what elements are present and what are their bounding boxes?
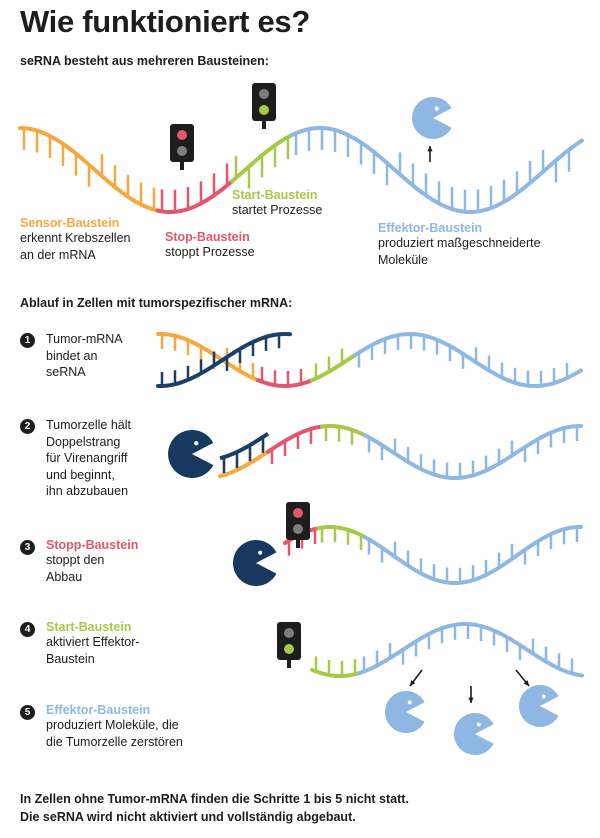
overview-start-traffic-light-icon [252, 83, 276, 121]
step1-seRNA-backbone [310, 353, 356, 383]
step4-start-traffic-light-pole [287, 660, 291, 668]
overview-stop-traffic-light-icon [170, 124, 194, 162]
step-3-label: Stopp-Baustein stoppt den Abbau [46, 538, 138, 585]
step1-tumor-mrna [156, 332, 292, 388]
label-start-text: startet Prozesse [232, 203, 323, 217]
step3-seRNA-backbone [316, 525, 366, 539]
step3-stop-light-bottom [293, 524, 303, 534]
overview-stop-traffic-light-pole [180, 162, 184, 170]
step-4-title: Start-Baustein [46, 620, 132, 634]
footer-line-2: Die seRNA wird nicht aktiviert und volls… [20, 810, 356, 824]
overview-strand-backbone [156, 179, 234, 214]
step2-tumor-mrna [219, 432, 270, 461]
step-4-label: Start-Baustein aktiviert Effektor- Baust… [46, 620, 140, 667]
step4-seRNA-backbone [358, 622, 584, 678]
step2-seRNA-backbone [363, 424, 583, 480]
label-stop: Stop-Baustein stoppt Prozesse [165, 230, 255, 261]
process-heading: Ablauf in Zellen mit tumorspezifischer m… [20, 296, 293, 310]
label-stop-text: stoppt Prozesse [165, 245, 255, 259]
label-sensor-name: Sensor-Baustein [20, 216, 120, 230]
step1-seRNA-backbone [256, 378, 314, 388]
step-1-text: Tumor-mRNA bindet an seRNA [46, 332, 123, 379]
step5-molecule-a-pacman-icon [384, 690, 425, 733]
step-4-number: 4 [20, 622, 35, 637]
step5-b-arrow-head [468, 697, 474, 703]
step-1-number: 1 [20, 333, 35, 348]
step5-molecule-b-pacman-eye [476, 722, 481, 727]
step-2-text: Tumorzelle hält Doppelstrang für Virenan… [46, 418, 131, 498]
label-sensor: Sensor-Baustein erkennt Krebszellen an d… [20, 216, 130, 263]
step-2-number: 2 [20, 419, 35, 434]
step5-a-arrow-head [410, 680, 416, 686]
step2-seRNA-backbone [266, 424, 324, 454]
step4-seRNA-backbone [310, 667, 362, 678]
overview-stop-light-top [177, 130, 187, 140]
footer-note: In Zellen ohne Tumor-mRNA finden die Sch… [20, 790, 409, 826]
overview-start-light-bottom [259, 105, 269, 115]
label-start-name: Start-Baustein [232, 188, 318, 202]
page-title: Wie funktioniert es? [20, 4, 310, 39]
intro-heading: seRNA besteht aus mehreren Bausteinen: [20, 54, 269, 68]
step2-cell-pacman-icon [168, 430, 214, 479]
step2-seRNA-backbone [218, 449, 270, 479]
overview-effector-pacman-eye [434, 106, 439, 111]
step-5-label: Effektor-Baustein produziert Moleküle, d… [46, 703, 183, 750]
label-effector-name: Effektor-Baustein [378, 221, 483, 235]
step5-molecule-b-pacman-icon [453, 713, 494, 755]
step-4-text: aktiviert Effektor- Baustein [46, 635, 140, 666]
step2-seRNA-backbone [320, 424, 366, 437]
label-sensor-text: erkennt Krebszellen an der mRNA [20, 231, 131, 262]
overview-start-traffic-light-pole [262, 121, 266, 129]
label-start: Start-Baustein startet Prozesse [232, 188, 322, 219]
step-3-number: 3 [20, 540, 35, 555]
label-effector: Effektor-Baustein produziert maßgeschnei… [378, 221, 541, 268]
overview-strand-backbone [290, 126, 584, 214]
step-5-text: produziert Moleküle, die die Tumorzelle … [46, 718, 183, 749]
step4-start-light-top [284, 628, 294, 638]
step5-c-arrow-head [523, 680, 529, 686]
step-3-text: stoppt den Abbau [46, 553, 105, 584]
overview-effector-pacman-icon [411, 97, 452, 139]
step4-start-traffic-light-icon [277, 622, 301, 660]
step5-molecule-c-pacman-eye [541, 694, 546, 699]
step5-molecule-c-pacman-icon [518, 685, 559, 727]
step3-seRNA-backbone [363, 525, 583, 585]
step-3-title: Stopp-Baustein [46, 538, 139, 552]
step3-stop-light-top [293, 508, 303, 518]
step3-cell-pacman-eye [258, 550, 263, 555]
step4-start-light-bottom [284, 644, 294, 654]
step-5-number: 5 [20, 705, 35, 720]
label-stop-name: Stop-Baustein [165, 230, 250, 244]
step1-seRNA-backbone [156, 332, 260, 383]
overview-stop-light-bottom [177, 146, 187, 156]
footer-line-1: In Zellen ohne Tumor-mRNA finden die Sch… [20, 792, 409, 806]
overview-start-light-top [259, 89, 269, 99]
step-5-title: Effektor-Baustein [46, 703, 151, 717]
step2-cell-pacman-eye [194, 441, 199, 446]
step3-cell-pacman-icon [232, 540, 277, 586]
step1-seRNA-backbone [353, 332, 583, 388]
step3-stop-traffic-light-pole [296, 540, 300, 548]
overview-arrow-head [427, 146, 433, 152]
label-effector-text: produziert maßgeschneiderte Moleküle [378, 236, 541, 267]
step5-molecule-a-pacman-eye [407, 700, 412, 705]
step3-stop-traffic-light-icon [286, 502, 310, 540]
